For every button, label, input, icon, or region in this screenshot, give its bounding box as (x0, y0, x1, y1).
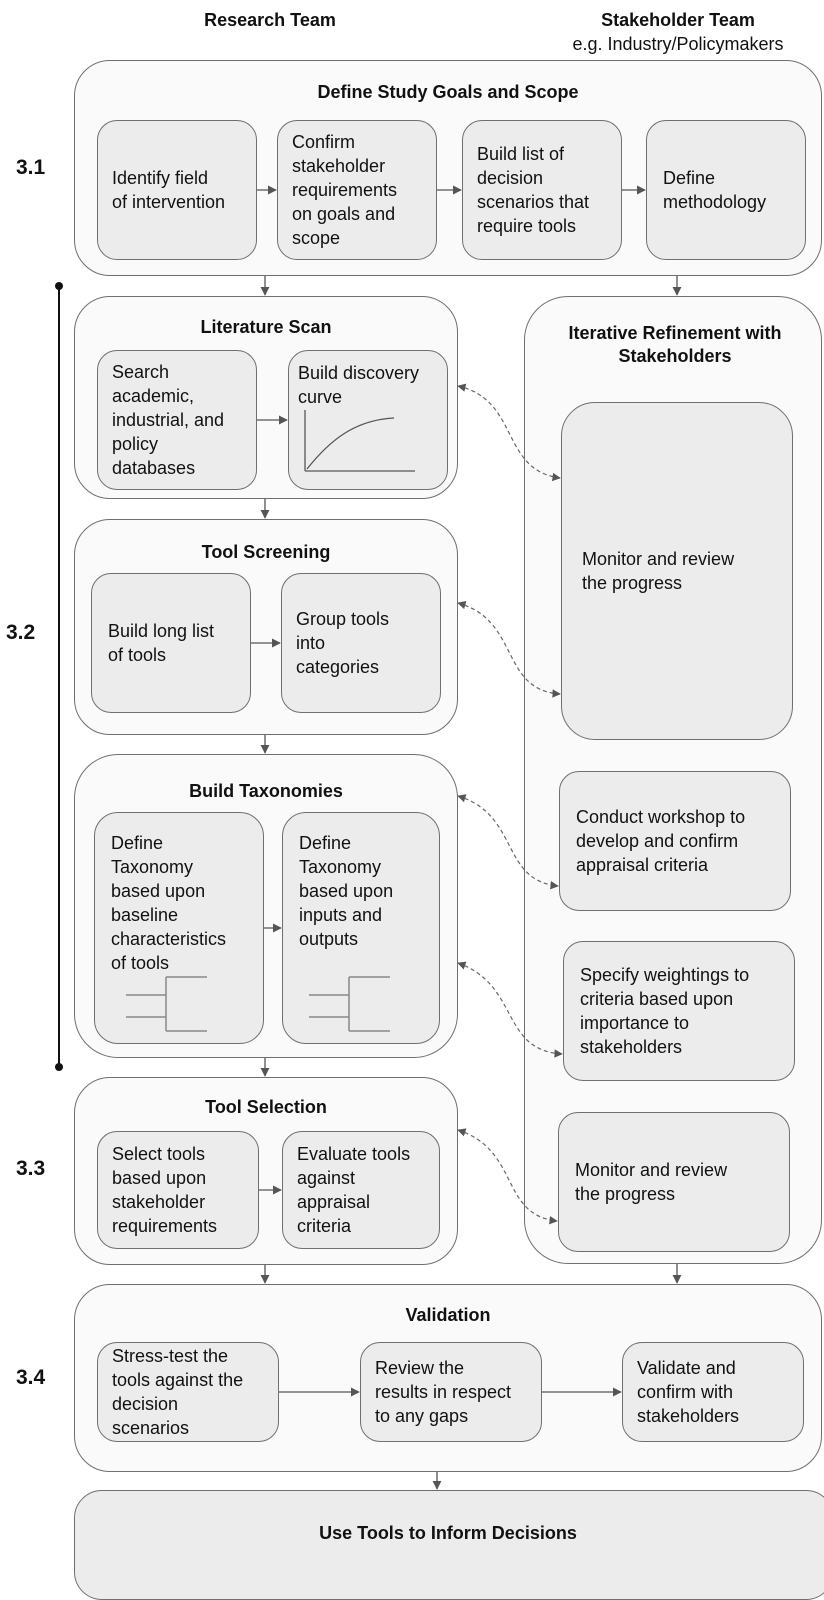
stakeholder-team-header: Stakeholder Team (601, 10, 755, 30)
final-title: Use Tools to Inform Decisions (319, 1523, 577, 1543)
goals-title: Define Study Goals and Scope (317, 82, 579, 102)
section-3-1-label: 3.1 (16, 156, 46, 179)
goals-step-define-methodology[interactable]: Define methodology (646, 120, 806, 260)
refinement-step-label: Specify weightings to criteria based upo… (580, 965, 750, 1057)
goals-step-label: Define methodology (663, 168, 767, 212)
goals-step-identify-field[interactable]: Identify field of intervention (97, 120, 257, 260)
validation-step-stress-test[interactable]: Stress-test the tools against the decisi… (97, 1342, 279, 1442)
refinement-step-conduct-workshop[interactable]: Conduct workshop to develop and confirm … (559, 771, 791, 911)
section-3-4-label: 3.4 (16, 1366, 46, 1389)
section-3-2-label: 3.2 (6, 621, 36, 644)
literature-step-search-databases[interactable]: Search academic, industrial, and policy … (97, 350, 257, 490)
final-panel[interactable] (74, 1490, 824, 1600)
literature-title: Literature Scan (200, 317, 332, 337)
stakeholder-team-subtitle: e.g. Industry/Policymakers (572, 34, 784, 54)
refinement-step-label: Monitor and review the progress (575, 1160, 728, 1204)
selection-title: Tool Selection (205, 1097, 327, 1117)
discovery-curve-label: Build discovery curve (298, 363, 420, 407)
validation-step-label: Validate and confirm with stakeholders (637, 1358, 740, 1426)
taxonomy-inputs-label: Define Taxonomy based upon inputs and ou… (299, 833, 394, 949)
goals-step-label: Confirm stakeholder requirements on goal… (292, 132, 398, 248)
taxonomies-title: Build Taxonomies (189, 781, 343, 801)
screening-step-long-list[interactable]: Build long list of tools (91, 573, 251, 713)
refinement-step-monitor-progress-2[interactable]: Monitor and review the progress (558, 1112, 790, 1252)
validation-step-label: Review the results in respect to any gap… (375, 1358, 512, 1426)
screening-step-label: Group tools into categories (296, 609, 390, 677)
goals-step-label: Build list of decision scenarios that re… (477, 144, 590, 236)
refinement-step-specify-weightings[interactable]: Specify weightings to criteria based upo… (563, 941, 795, 1081)
validation-step-validate-confirm[interactable]: Validate and confirm with stakeholders (622, 1342, 804, 1442)
selection-step-select-tools[interactable]: Select tools based upon stakeholder requ… (97, 1131, 259, 1249)
literature-step-label: Search academic, industrial, and policy … (112, 362, 225, 478)
validation-step-review-results[interactable]: Review the results in respect to any gap… (360, 1342, 542, 1442)
section-3-2-bracket (55, 282, 63, 1071)
selection-step-label: Select tools based upon stakeholder requ… (112, 1144, 218, 1236)
selection-step-evaluate-tools[interactable]: Evaluate tools against appraisal criteri… (282, 1131, 440, 1249)
taxonomies-step-inputs-outputs[interactable] (282, 812, 440, 1044)
validation-step-label: Stress-test the tools against the decisi… (112, 1346, 244, 1438)
goals-step-decision-scenarios[interactable]: Build list of decision scenarios that re… (462, 120, 622, 260)
taxonomies-step-baseline[interactable] (94, 812, 264, 1044)
goals-step-confirm-requirements[interactable]: Confirm stakeholder requirements on goal… (277, 120, 437, 260)
goals-step-label: Identify field of intervention (112, 168, 226, 212)
refinement-step-monitor-progress[interactable]: Monitor and review the progress (561, 402, 793, 740)
taxonomy-baseline-label: Define Taxonomy based upon baseline char… (111, 833, 227, 973)
section-3-3-label: 3.3 (16, 1157, 46, 1180)
research-team-header: Research Team (204, 10, 336, 30)
selection-step-label: Evaluate tools against appraisal criteri… (297, 1144, 411, 1236)
validation-title: Validation (405, 1305, 491, 1325)
refinement-step-label: Conduct workshop to develop and confirm … (576, 807, 746, 875)
screening-title: Tool Screening (201, 542, 331, 562)
refinement-step-label: Monitor and review the progress (582, 549, 735, 593)
screening-step-group-tools[interactable]: Group tools into categories (281, 573, 441, 713)
refinement-title: Iterative Refinement with Stakeholders (568, 323, 782, 366)
screening-step-label: Build long list of tools (108, 621, 215, 665)
